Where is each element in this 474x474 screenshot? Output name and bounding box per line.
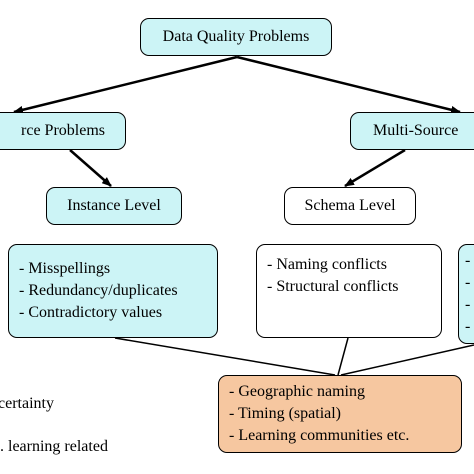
list-item: - Learning communities etc. [229, 427, 410, 444]
list-item: - Geographic naming [229, 383, 365, 400]
edge-root-to-multi-source [236, 55, 461, 114]
list-item: - Naming conflicts [267, 256, 387, 273]
node-instance-level: Instance Level [46, 187, 182, 225]
edge-schema-list-to-geo [337, 337, 349, 376]
legend-marker: . [0, 438, 8, 455]
node-single-source-label: rce Problems [21, 122, 105, 139]
node-schema-level: Schema Level [284, 187, 416, 225]
node-multi-source-label: Multi-Source [373, 122, 459, 139]
node-data-quality-problems: Data Quality Problems [140, 18, 332, 56]
list-item: - [465, 274, 471, 291]
edge-instance-list-to-geo [114, 337, 336, 376]
list-item: - [465, 296, 471, 313]
edge-multi-source-to-schema [344, 148, 406, 188]
node-schema-level-label: Schema Level [304, 197, 396, 214]
node-instance-problems-list: - Misspellings - Redundancy/duplicates -… [8, 244, 218, 338]
legend-learning-related-label: . learning related [0, 438, 108, 455]
node-single-source-problems: rce Problems [0, 112, 126, 150]
edge-right-list-to-geo [340, 344, 474, 376]
list-item: - [465, 252, 471, 269]
list-item: - Misspellings [19, 260, 111, 277]
node-right-partial-list: - - - - [458, 244, 474, 344]
node-instance-level-label: Instance Level [67, 197, 161, 214]
edge-root-to-single-source [13, 55, 238, 114]
list-item: - [465, 318, 471, 335]
edge-single-source-to-instance [69, 149, 112, 187]
node-multi-source-problems: Multi-Source [350, 112, 474, 150]
list-item: - Contradictory values [19, 304, 163, 321]
list-item: - Redundancy/duplicates [19, 282, 178, 299]
legend-uncertainty-label: certainty [0, 395, 54, 412]
list-item: - Structural conflicts [267, 278, 399, 295]
node-geographic-problems-list: - Geographic naming - Timing (spatial) -… [218, 375, 462, 453]
list-item: - Timing (spatial) [229, 405, 342, 422]
node-data-quality-problems-label: Data Quality Problems [162, 28, 310, 45]
node-schema-problems-list: - Naming conflicts - Structural conflict… [256, 244, 442, 338]
